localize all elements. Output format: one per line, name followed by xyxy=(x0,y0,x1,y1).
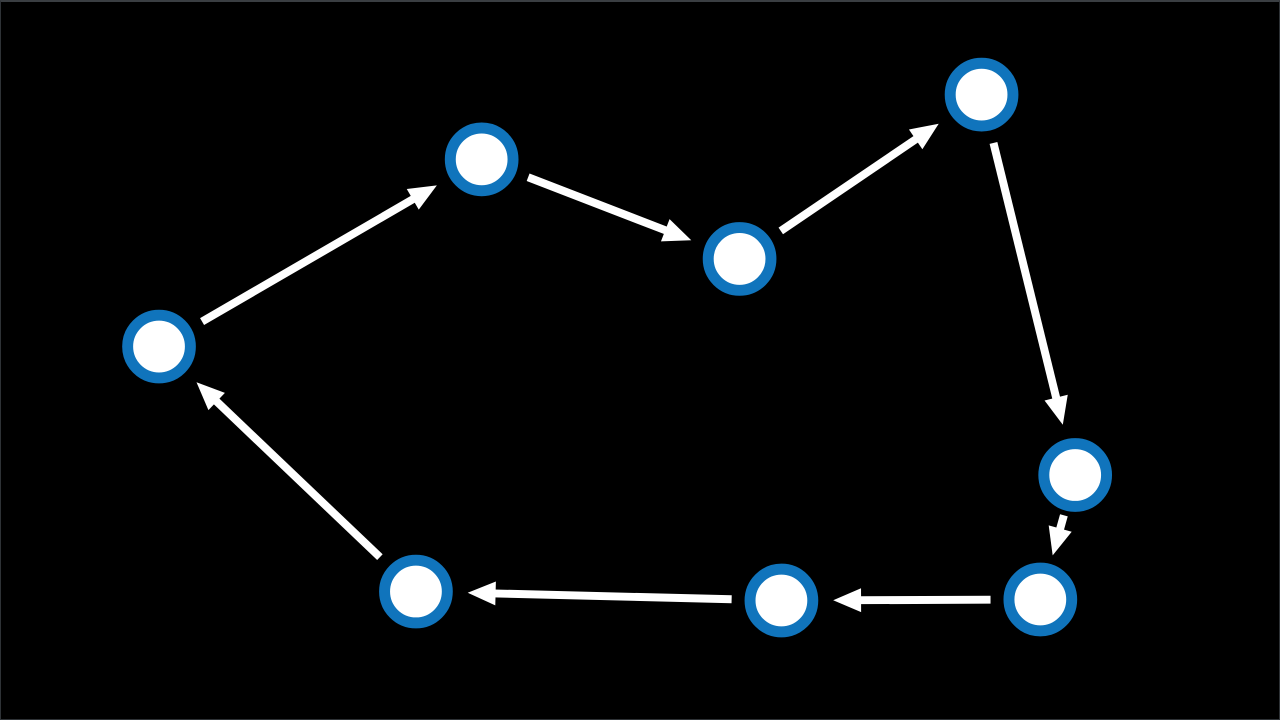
graph-node-bottom-right xyxy=(1003,562,1078,637)
edge-arrow-left-to-upper-left xyxy=(200,185,437,326)
edge-line xyxy=(1055,514,1068,532)
edge-arrow-bottom-center-to-bottom-left xyxy=(467,581,732,606)
arrowhead-icon xyxy=(660,219,692,242)
arrowhead-icon xyxy=(196,382,225,411)
edge-line xyxy=(493,589,732,604)
arrowhead-icon xyxy=(1048,525,1072,556)
edge-arrow-bottom-right-to-bottom-center xyxy=(833,588,991,613)
arrowhead-icon xyxy=(833,588,862,613)
edge-line xyxy=(989,142,1061,401)
arrowhead-icon xyxy=(467,581,496,606)
graph-node-top-right xyxy=(944,57,1019,132)
graph-node-left xyxy=(122,309,196,384)
graph-node-bottom-center xyxy=(744,563,819,638)
edge-arrow-right-to-bottom-right xyxy=(1048,514,1072,556)
edge-line xyxy=(526,173,669,235)
arrowhead-icon xyxy=(1044,394,1068,425)
edge-line xyxy=(212,397,383,561)
edge-arrow-top-right-to-right xyxy=(989,142,1068,425)
arrowhead-icon xyxy=(406,185,437,210)
graph-node-right xyxy=(1038,438,1113,512)
arrowhead-icon xyxy=(908,123,939,150)
graph-node-top-middle xyxy=(702,222,777,296)
edge-line xyxy=(778,134,920,235)
edge-line xyxy=(859,595,991,605)
graph-node-upper-left xyxy=(444,122,519,197)
edge-line xyxy=(200,194,417,326)
graph-node-bottom-left xyxy=(379,554,453,629)
edge-arrow-top-middle-to-top-right xyxy=(778,123,939,235)
edge-arrow-upper-left-to-top-middle xyxy=(526,173,692,242)
edge-arrow-bottom-left-to-left xyxy=(196,382,383,561)
